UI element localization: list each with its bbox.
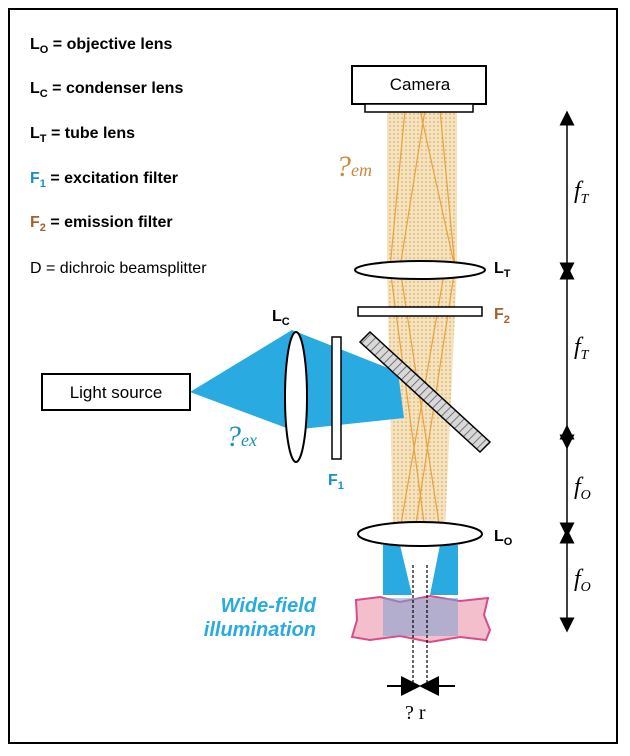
sample-illumination-label: Wide-field illumination bbox=[203, 595, 316, 641]
legend-item-dichroic: D = dichroic beamsplitter bbox=[30, 260, 207, 277]
legend-item-tube: LT = tube lens bbox=[30, 125, 135, 145]
objective-lens-label: LO bbox=[494, 528, 513, 548]
tube-lens-label: LT bbox=[494, 260, 511, 280]
legend-item-emission-filter: F2 = emission filter bbox=[30, 214, 173, 234]
sample-excitation-overlay bbox=[383, 598, 458, 636]
distance-label-tube-2: fT bbox=[574, 334, 589, 363]
excitation-beam-source bbox=[190, 330, 292, 430]
excitation-beam-right-cone bbox=[430, 545, 458, 595]
legend-item-objective: LO = objective lens bbox=[30, 36, 173, 56]
excitation-beam-left-cone bbox=[383, 545, 412, 595]
camera-box bbox=[351, 65, 487, 105]
camera-label: Camera bbox=[390, 75, 451, 94]
dichroic-beamsplitter bbox=[358, 330, 492, 454]
resolution-label: ? r bbox=[405, 702, 426, 724]
legend-item-condenser: LC = condenser lens bbox=[30, 80, 184, 100]
light-source-label: Light source bbox=[70, 383, 163, 402]
excitation-beam-collimated bbox=[292, 330, 404, 430]
emission-beam-upper bbox=[387, 110, 457, 268]
excitation-wavelength-label: ?ex bbox=[226, 420, 257, 453]
emission-filter bbox=[357, 306, 483, 317]
legend-item-excitation-filter: F1 = excitation filter bbox=[30, 170, 178, 190]
distance-label-objective-1: fO bbox=[574, 474, 591, 503]
condenser-lens-label: LC bbox=[272, 308, 290, 328]
distance-label-tube-1: fT bbox=[574, 178, 589, 207]
emission-wavelength-label: ?em bbox=[336, 150, 372, 183]
tube-lens bbox=[354, 260, 486, 280]
light-source-box bbox=[41, 373, 191, 411]
condenser-lens bbox=[284, 331, 308, 463]
objective-lens bbox=[357, 521, 483, 547]
emission-filter-label: F2 bbox=[494, 306, 510, 326]
excitation-filter bbox=[331, 336, 342, 460]
distance-label-objective-2: fO bbox=[574, 566, 591, 595]
focus-lines bbox=[412, 565, 428, 690]
excitation-filter-label: F1 bbox=[328, 472, 344, 492]
camera-mount bbox=[364, 103, 474, 113]
